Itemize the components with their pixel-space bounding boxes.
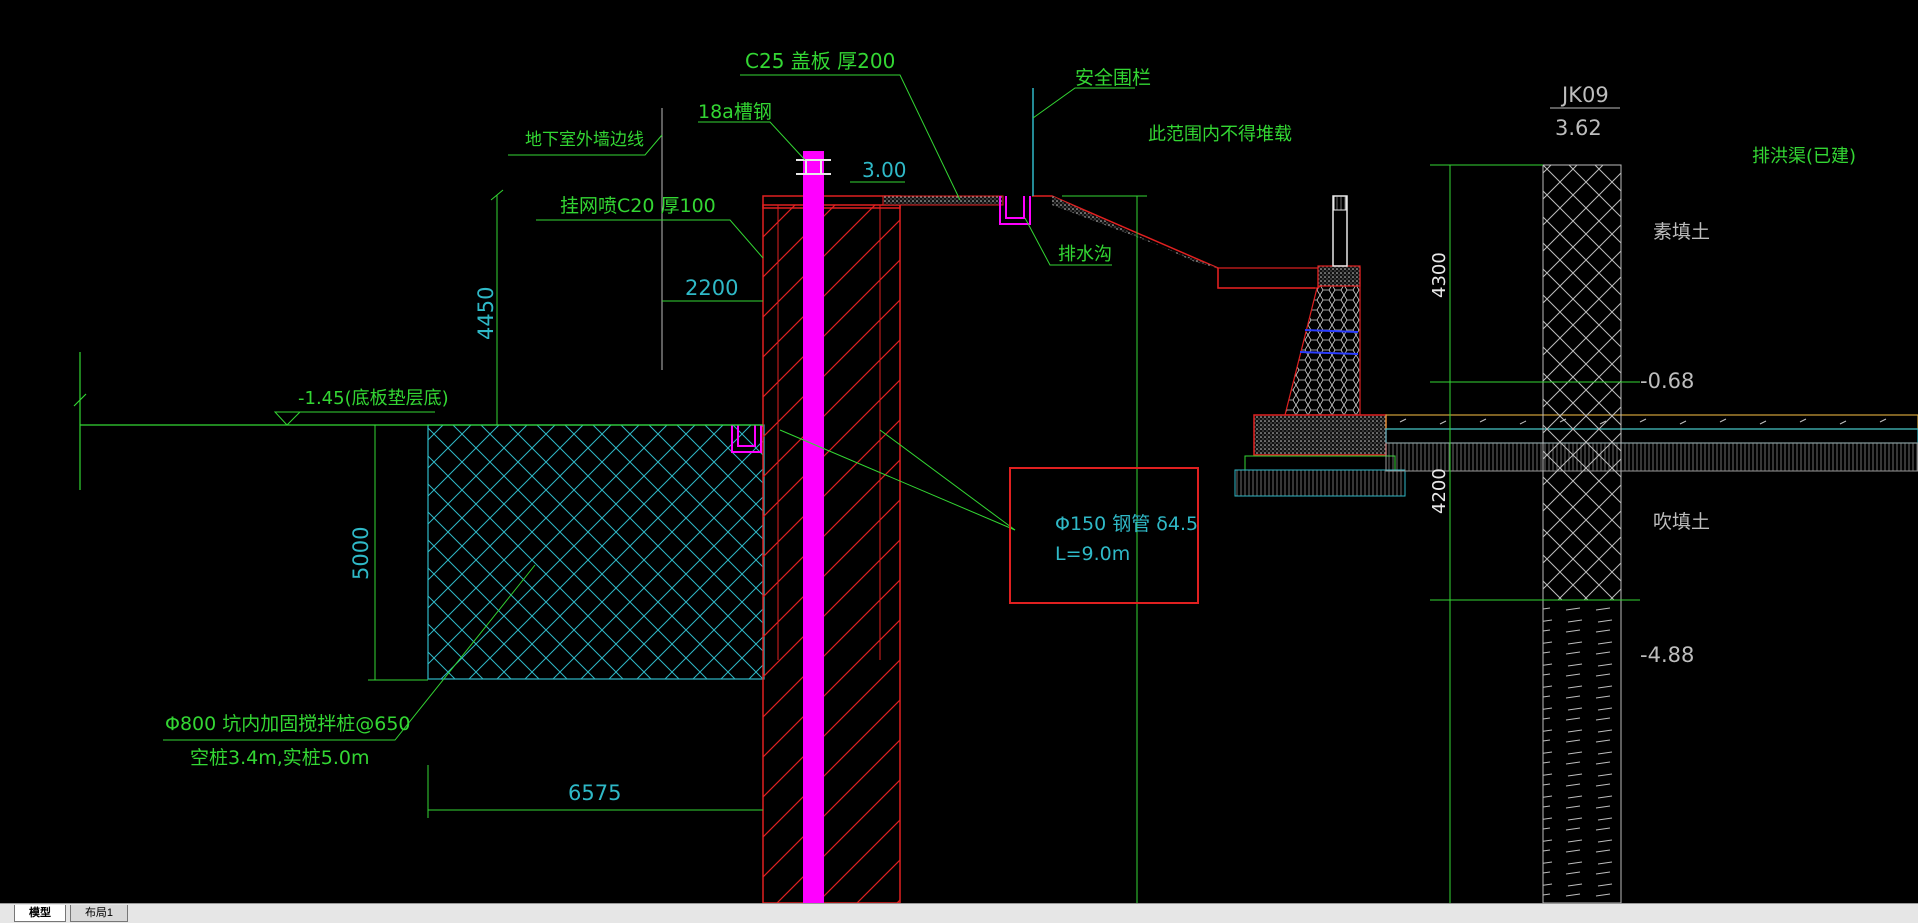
label-mixing-pile: Φ800 坑内加固搅拌桩@650 (165, 713, 411, 735)
tab-layout1[interactable]: 布局1 (70, 905, 128, 922)
steel-pipe-callout-box (1009, 467, 1199, 604)
flood-channel-water (1385, 428, 1918, 444)
gabion-blue-line-2 (1299, 351, 1359, 355)
mixing-pile-leader (163, 564, 536, 741)
label-no-stacking: 此范围内不得堆载 (1148, 124, 1292, 145)
steel-pipe-leader-2 (879, 429, 1016, 531)
label-layer-hydraulic-fill: 吹填土 (1653, 511, 1710, 533)
label-borehole-id: JK09 (1560, 83, 1609, 107)
label-shotcrete: 挂网喷C20 厚100 (560, 195, 716, 217)
label-dim-5000: 5000 (349, 527, 373, 580)
label-dim-4450: 4450 (474, 287, 498, 340)
flood-channel-bed (1385, 414, 1918, 430)
mixing-pile-block (427, 424, 765, 680)
label-layer-fill: 素填土 (1653, 221, 1710, 243)
basement-wall-leader (508, 134, 663, 156)
flood-channel-texture (1399, 418, 1887, 425)
label-borehole-elev: 3.62 (1555, 116, 1602, 140)
label-safety-fence: 安全围栏 (1075, 67, 1151, 89)
gabion-pad (1234, 469, 1406, 497)
slab-level-marker (273, 411, 302, 426)
label-dim-4300: 4300 (1429, 252, 1450, 298)
borehole-clay-layer (1542, 599, 1622, 903)
label-basement-wall: 地下室外墙边线 (525, 130, 644, 150)
label-level-488: -4.88 (1640, 643, 1694, 667)
drain-ditch-lower-icon (731, 425, 762, 453)
label-channel-steel: 18a槽钢 (698, 101, 772, 123)
label-steel-pipe: Φ150 钢管 δ4.5 (1055, 513, 1198, 535)
cad-drawing-canvas[interactable]: C25 盖板 厚200 18a槽钢 安全围栏 此范围内不得堆载 地下室外墙边线 … (0, 0, 1918, 903)
cover-plate-leader (740, 74, 961, 201)
drain-ditch-icon (999, 196, 1031, 225)
gabion-cap (1317, 265, 1361, 287)
safety-fence-leader (1032, 87, 1135, 119)
label-dim-6575: 6575 (568, 781, 621, 805)
label-cover-plate: C25 盖板 厚200 (745, 49, 895, 73)
flood-channel-base (1385, 442, 1918, 472)
fence-post-top (1333, 195, 1347, 211)
drain-ditch-leader (1024, 217, 1112, 266)
label-flood-channel: 排洪渠(已建) (1752, 146, 1856, 167)
gabion-wall (1284, 267, 1361, 416)
label-dim-300: 3.00 (862, 158, 907, 182)
steel-pipe-leader-1 (779, 429, 1016, 531)
retaining-pile (762, 204, 901, 903)
channel-steel-leader (698, 121, 806, 161)
label-drain-ditch: 排水沟 (1058, 244, 1112, 265)
gabion-base (1253, 414, 1387, 456)
tab-model[interactable]: 模型 (14, 905, 66, 922)
shotcrete-leader (536, 219, 764, 259)
channel-steel-icon (796, 159, 831, 175)
label-dim-4200: 4200 (1429, 468, 1450, 514)
layout-tab-bar: 模型 布局1 (0, 903, 1918, 923)
steel-pipe (803, 151, 824, 903)
gabion-blue-line (1304, 329, 1359, 333)
dim-4450-tick (490, 189, 504, 201)
gabion-footing (1244, 455, 1396, 471)
label-level-068: -0.68 (1640, 369, 1694, 393)
label-pipe-length: L=9.0m (1055, 543, 1130, 565)
label-dim-2200: 2200 (685, 276, 738, 300)
terrace-platform (1217, 267, 1319, 289)
break-symbol (73, 393, 87, 407)
label-slab-level: -1.45(底板垫层底) (298, 388, 449, 409)
cover-slab (882, 195, 1004, 206)
label-pile-spec: 空桩3.4m,实桩5.0m (190, 747, 370, 769)
